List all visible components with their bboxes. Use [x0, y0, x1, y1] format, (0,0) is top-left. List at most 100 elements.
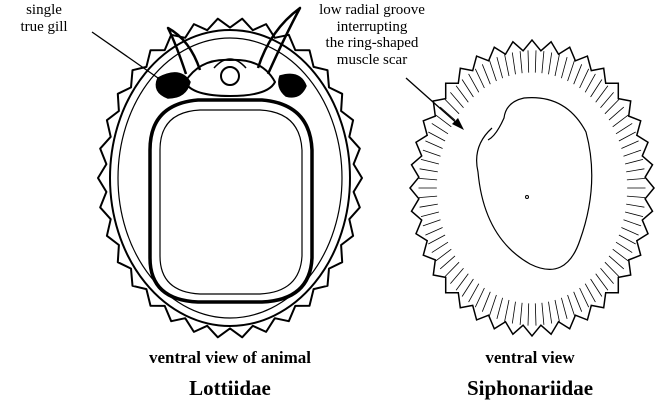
shell-rib [609, 256, 624, 269]
shell-rib [613, 249, 629, 261]
shell-rib [591, 80, 602, 98]
shell-rib [549, 302, 552, 324]
shell-rib [542, 51, 544, 73]
shell-rib [605, 262, 619, 276]
shell-rib [482, 292, 490, 312]
shell-rib [574, 64, 582, 84]
shell-rib [497, 298, 503, 319]
siphonariidae-family-name: Siphonariidae [420, 376, 640, 401]
shell-rib [626, 204, 644, 207]
shell-rib [469, 284, 479, 302]
shell-rib [445, 100, 459, 114]
shell-rib [624, 150, 642, 156]
shell-rib [601, 92, 614, 107]
shell-rib [440, 256, 455, 269]
shell-rib [505, 54, 509, 76]
shell-rib [585, 284, 595, 302]
shell-rib [497, 57, 503, 78]
shell-rib [616, 123, 632, 133]
gill-label: single true gill [4, 2, 84, 35]
groove-label-line-4: muscle scar [272, 52, 472, 69]
shell-rib [574, 292, 582, 312]
shell-rib [625, 159, 643, 164]
shell-rib [423, 220, 441, 226]
shell-rib [512, 53, 515, 75]
shell-rib [456, 274, 468, 291]
gill-label-line-1: single [4, 2, 84, 19]
shell-rib [619, 235, 636, 244]
shell-rib [425, 228, 442, 236]
shell-rib [445, 262, 459, 276]
siphonariidae-caption: ventral view [420, 348, 640, 368]
siphonariidae-muscle-scar [477, 98, 592, 270]
shell-rib [555, 54, 559, 76]
shell-rib [605, 100, 619, 114]
shell-rib [490, 60, 497, 81]
lottiidae-foot [150, 100, 312, 302]
shell-rib [609, 107, 624, 120]
shell-rib [420, 204, 438, 207]
shell-rib [421, 159, 439, 164]
shell-rib [520, 51, 522, 73]
lottiidae-gill [156, 73, 190, 98]
groove-pointer [406, 78, 460, 126]
shell-rib [462, 279, 473, 297]
shell-rib [535, 50, 536, 72]
shell-rib [601, 268, 614, 283]
shell-rib [596, 86, 608, 103]
shell-rib [561, 57, 567, 78]
shell-rib [596, 274, 608, 291]
groove-label: low radial groove interrupting the ring-… [272, 2, 472, 68]
shell-rib [585, 74, 595, 92]
gill-pointer [92, 32, 158, 78]
shell-rib [432, 123, 448, 133]
shell-rib [490, 295, 497, 316]
shell-rib [549, 53, 552, 75]
shell-rib [456, 86, 468, 103]
lottiidae-snout [221, 67, 239, 85]
shell-rib [475, 69, 484, 88]
shell-rib [428, 235, 445, 244]
lottiidae-eye-patch [279, 74, 306, 97]
shell-rib [528, 303, 529, 325]
shell-rib [462, 80, 473, 98]
shell-rib [419, 196, 437, 198]
gill-label-line-2: true gill [4, 19, 84, 36]
shell-rib [512, 302, 515, 324]
shell-rib [619, 132, 636, 141]
shell-rib [482, 64, 490, 84]
shell-rib [580, 288, 589, 307]
shell-rib [561, 298, 567, 319]
groove-label-line-2: interrupting [272, 19, 472, 36]
siphonariidae-ribs [419, 50, 646, 325]
siphonariidae-outer-margin [410, 40, 654, 336]
siphonariidae-center-mark [526, 196, 529, 199]
shell-rib [568, 295, 575, 316]
shell-rib [450, 268, 463, 283]
shell-rib [450, 92, 463, 107]
shell-rib [432, 242, 448, 252]
shell-rib [591, 279, 602, 297]
shell-rib [469, 74, 479, 92]
shell-rib [440, 107, 455, 120]
groove-label-line-3: the ring-shaped [272, 35, 472, 52]
shell-rib [420, 169, 438, 172]
shell-rib [613, 115, 629, 127]
groove-label-line-1: low radial groove [272, 2, 472, 19]
shell-rib [535, 303, 536, 325]
shell-rib [421, 212, 439, 217]
shell-rib [616, 242, 632, 252]
shell-rib [627, 178, 645, 180]
shell-rib [555, 300, 559, 322]
shell-rib [580, 69, 589, 88]
shell-rib [627, 196, 645, 198]
shell-rib [475, 288, 484, 307]
siphonariidae-illustration [406, 40, 654, 336]
shell-rib [520, 303, 522, 325]
lottiidae-caption: ventral view of animal [110, 348, 350, 368]
shell-rib [419, 178, 437, 180]
shell-rib [425, 141, 442, 149]
shell-rib [423, 150, 441, 156]
shell-rib [626, 169, 644, 172]
shell-rib [436, 249, 452, 261]
